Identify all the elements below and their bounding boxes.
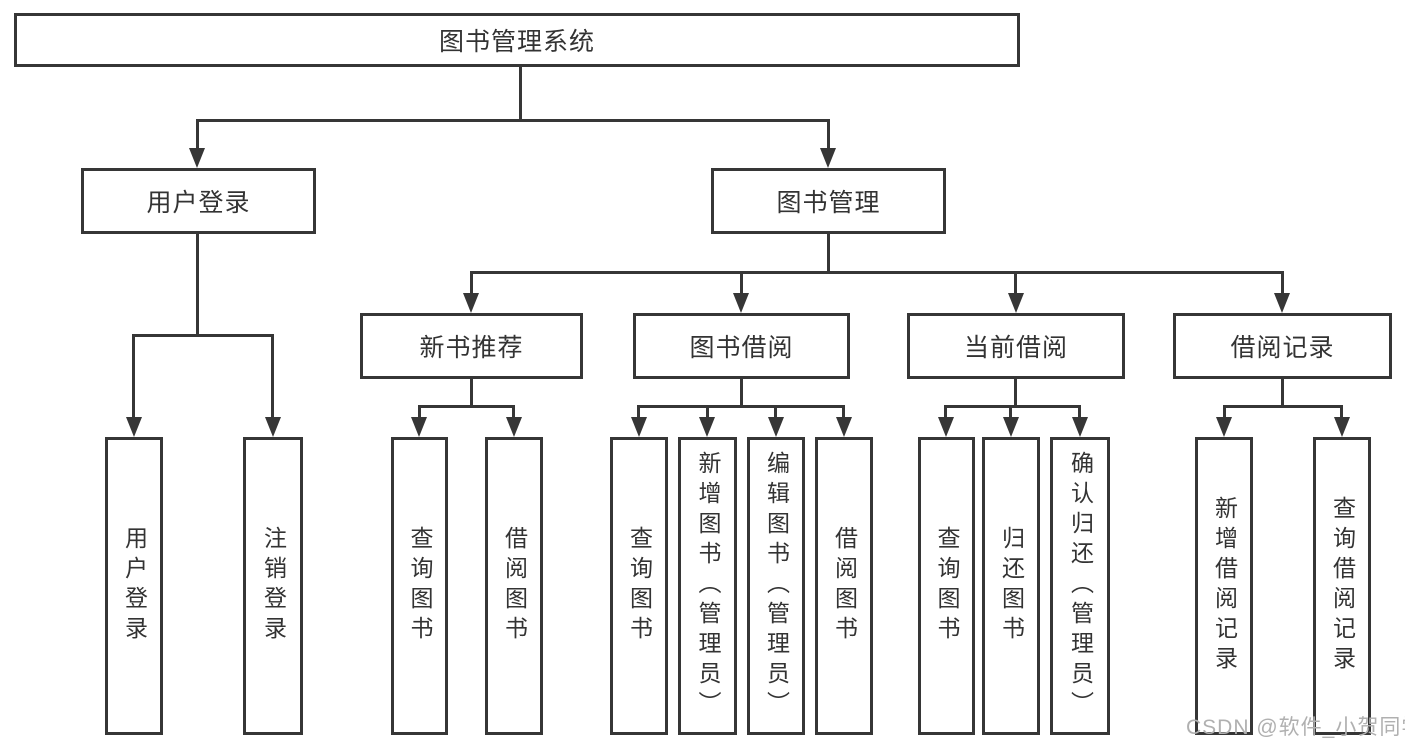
leaf-records-query-record: 查询借阅记录 xyxy=(1313,437,1371,735)
leaf-borrowing-add-book-admin: 新增图书（管理员） xyxy=(678,437,737,735)
connector-vline xyxy=(1281,271,1284,295)
connector-vline xyxy=(1078,405,1081,419)
csdn-watermark: CSDN @软件_小贺同学 xyxy=(1186,716,1405,739)
arrow-down-icon xyxy=(631,417,647,437)
leaf-current-query-book: 查询图书 xyxy=(918,437,975,735)
leaf-borrowing-query-book-label: 查询图书 xyxy=(626,526,653,646)
leaf-recommend-borrow-book: 借阅图书 xyxy=(485,437,543,735)
arrow-down-icon xyxy=(126,417,142,437)
connector-vline xyxy=(1009,405,1012,419)
node-root: 图书管理系统 xyxy=(14,13,1020,67)
connector-vline xyxy=(944,405,947,419)
connector-vline xyxy=(132,334,135,417)
leaf-current-confirm-return-admin: 确认归还（管理员） xyxy=(1050,437,1110,735)
node-new-book-recommend: 新书推荐 xyxy=(360,313,583,379)
arrow-down-icon xyxy=(1334,417,1350,437)
connector-vline xyxy=(827,234,830,274)
leaf-borrowing-edit-book-admin: 编辑图书（管理员） xyxy=(747,437,805,735)
node-book-borrowing: 图书借阅 xyxy=(633,313,850,379)
leaf-user-login-label: 用户登录 xyxy=(121,526,148,646)
connector-hline xyxy=(470,271,1283,274)
leaf-logout-label: 注销登录 xyxy=(260,526,287,646)
node-borrow-records: 借阅记录 xyxy=(1173,313,1392,379)
leaf-current-query-book-label: 查询图书 xyxy=(934,526,960,646)
leaf-recommend-query-book: 查询图书 xyxy=(391,437,448,735)
node-user-login-label: 用户登录 xyxy=(146,189,251,217)
node-root-label: 图书管理系统 xyxy=(438,28,595,56)
arrow-down-icon xyxy=(463,293,479,313)
leaf-current-return-book: 归还图书 xyxy=(982,437,1040,735)
connector-vline xyxy=(1014,271,1017,295)
leaf-recommend-borrow-book-label: 借阅图书 xyxy=(501,526,528,646)
leaf-borrowing-edit-book-admin-label: 编辑图书（管理员） xyxy=(763,451,790,721)
node-book-management: 图书管理 xyxy=(711,168,946,234)
connector-hline xyxy=(944,405,1081,408)
arrow-down-icon xyxy=(1072,417,1088,437)
connector-vline xyxy=(1223,405,1226,419)
arrow-down-icon xyxy=(768,417,784,437)
connector-vline xyxy=(827,119,830,149)
connector-vline xyxy=(519,66,522,121)
connector-hline xyxy=(132,334,274,337)
leaf-records-add-record: 新增借阅记录 xyxy=(1195,437,1253,735)
connector-vline xyxy=(740,271,743,295)
leaf-user-login: 用户登录 xyxy=(105,437,163,735)
arrow-down-icon xyxy=(836,417,852,437)
connector-vline xyxy=(1340,405,1343,419)
connector-hline xyxy=(418,405,515,408)
connector-vline xyxy=(196,234,199,337)
node-current-borrowing-label: 当前借阅 xyxy=(963,334,1068,362)
leaf-current-confirm-return-admin-label: 确认归还（管理员） xyxy=(1067,451,1094,721)
connector-hline xyxy=(1223,405,1343,408)
arrow-down-icon xyxy=(411,417,427,437)
node-current-borrowing: 当前借阅 xyxy=(907,313,1125,379)
arrow-down-icon xyxy=(1274,293,1290,313)
arrow-down-icon xyxy=(506,417,522,437)
connector-vline xyxy=(418,405,421,419)
leaf-borrowing-add-book-admin-label: 新增图书（管理员） xyxy=(695,451,721,721)
leaf-current-return-book-label: 归还图书 xyxy=(998,526,1025,646)
node-borrow-records-label: 借阅记录 xyxy=(1230,334,1335,362)
connector-vline xyxy=(271,334,274,417)
connector-vline xyxy=(470,271,473,295)
node-new-book-recommend-label: 新书推荐 xyxy=(419,334,524,362)
connector-vline xyxy=(1281,379,1284,407)
node-book-borrowing-label: 图书借阅 xyxy=(689,334,794,362)
leaf-records-query-record-label: 查询借阅记录 xyxy=(1329,496,1356,676)
arrow-down-icon xyxy=(699,417,715,437)
node-user-login: 用户登录 xyxy=(81,168,316,234)
connector-vline xyxy=(470,379,473,407)
arrow-down-icon xyxy=(733,293,749,313)
leaf-borrowing-borrow-book-label: 借阅图书 xyxy=(831,526,858,646)
connector-vline xyxy=(706,405,709,419)
leaf-borrowing-borrow-book: 借阅图书 xyxy=(815,437,873,735)
connector-vline xyxy=(196,119,199,149)
arrow-down-icon xyxy=(820,148,836,168)
arrow-down-icon xyxy=(1003,417,1019,437)
connector-vline xyxy=(842,405,845,419)
leaf-borrowing-query-book: 查询图书 xyxy=(610,437,668,735)
leaf-logout: 注销登录 xyxy=(243,437,303,735)
leaf-recommend-query-book-label: 查询图书 xyxy=(407,526,433,646)
node-book-management-label: 图书管理 xyxy=(776,189,881,217)
arrow-down-icon xyxy=(265,417,281,437)
connector-vline xyxy=(740,379,743,407)
arrow-down-icon xyxy=(189,148,205,168)
connector-hline xyxy=(196,119,830,122)
arrow-down-icon xyxy=(1008,293,1024,313)
connector-hline xyxy=(637,405,845,408)
arrow-down-icon xyxy=(1216,417,1232,437)
connector-vline xyxy=(1014,379,1017,407)
arrow-down-icon xyxy=(938,417,954,437)
connector-vline xyxy=(774,405,777,419)
connector-vline xyxy=(512,405,515,419)
leaf-records-add-record-label: 新增借阅记录 xyxy=(1211,496,1238,676)
connector-vline xyxy=(637,405,640,419)
